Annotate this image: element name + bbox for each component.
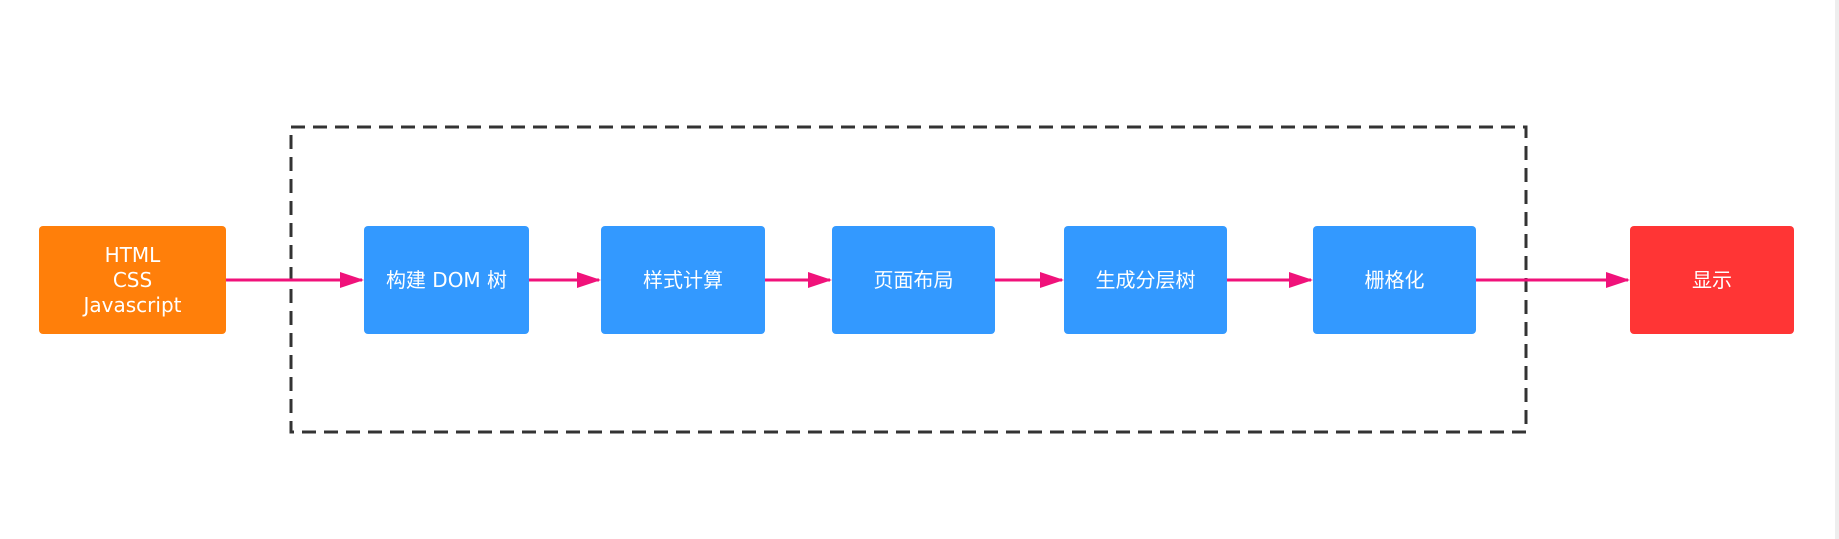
input-line-html: HTML [104, 242, 161, 267]
stage-rasterization: 栅格化 [1313, 226, 1476, 334]
input-line-css: CSS [112, 267, 153, 292]
stage-build-dom-tree: 构建 DOM 树 [364, 226, 529, 334]
input-line-javascript: Javascript [83, 292, 182, 317]
stage-label: 生成分层树 [1095, 267, 1196, 292]
output-label: 显示 [1692, 267, 1732, 292]
stage-label: 样式计算 [643, 267, 723, 292]
stage-page-layout: 页面布局 [832, 226, 995, 334]
stage-style-calculation: 样式计算 [601, 226, 765, 334]
stage-label: 页面布局 [873, 267, 954, 292]
stage-layer-tree: 生成分层树 [1064, 226, 1227, 334]
window-edge [1835, 0, 1839, 539]
output-display-node: 显示 [1630, 226, 1794, 334]
stage-label: 栅格化 [1364, 267, 1425, 292]
stage-label: 构建 DOM 树 [385, 267, 508, 292]
input-node: HTML CSS Javascript [39, 226, 226, 334]
